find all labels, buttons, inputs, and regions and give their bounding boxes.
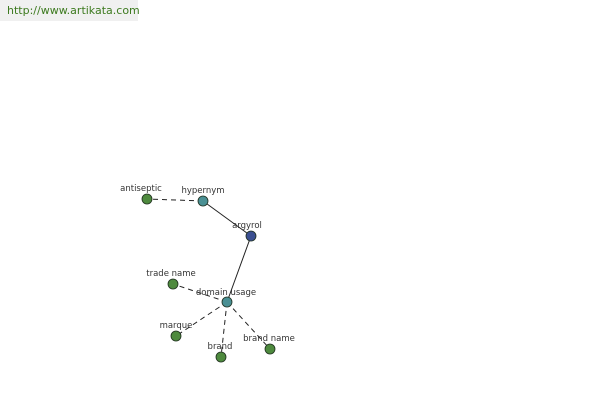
node-hypernym[interactable]: hypernym <box>181 186 225 207</box>
url-banner[interactable]: http://www.artikata.com <box>0 0 140 21</box>
edge-hypernym-to-antiseptic <box>146 198 204 202</box>
node-dot-argyrol[interactable] <box>245 230 257 242</box>
node-dot-trade-name[interactable] <box>167 278 179 290</box>
node-label-brand[interactable]: brand <box>208 342 233 352</box>
node-label-antiseptic[interactable]: antiseptic <box>120 184 162 194</box>
edges-layer <box>146 198 271 358</box>
nodes-layer: argyrol hypernym domain usage antiseptic tra… <box>120 184 295 363</box>
node-brand[interactable]: brand <box>208 342 233 363</box>
node-marque[interactable]: marque <box>160 321 193 342</box>
node-argyrol[interactable]: argyrol <box>232 221 262 242</box>
edge-domain-usage-to-marque <box>175 301 228 337</box>
node-dot-antiseptic[interactable] <box>141 193 153 205</box>
node-label-domain-usage[interactable]: domain usage <box>196 288 256 298</box>
node-dot-brand[interactable] <box>215 351 227 363</box>
node-dot-marque[interactable] <box>170 330 182 342</box>
url-link[interactable]: http://www.artikata.com <box>7 4 140 17</box>
node-brand-name[interactable]: brand name <box>243 334 295 355</box>
edge-argyrol-to-domain-usage <box>226 235 252 303</box>
node-dot-brand-name[interactable] <box>264 343 276 355</box>
node-trade-name[interactable]: trade name <box>146 269 196 290</box>
node-label-marque[interactable]: marque <box>160 321 193 331</box>
node-domain-usage[interactable]: domain usage <box>196 288 256 308</box>
node-label-hypernym[interactable]: hypernym <box>181 186 224 196</box>
edge-domain-usage-to-brand-name <box>226 301 271 350</box>
edge-domain-usage-to-brand <box>220 301 228 358</box>
node-dot-hypernym[interactable] <box>197 195 209 207</box>
node-label-brand-name[interactable]: brand name <box>243 334 295 344</box>
node-dot-domain-usage[interactable] <box>221 296 233 308</box>
node-label-trade-name[interactable]: trade name <box>146 269 195 279</box>
node-antiseptic[interactable]: antiseptic <box>120 184 162 205</box>
edge-domain-usage-to-trade-name <box>172 283 228 303</box>
edge-argyrol-to-hypernym <box>202 200 252 237</box>
node-label-argyrol[interactable]: argyrol <box>232 221 262 231</box>
